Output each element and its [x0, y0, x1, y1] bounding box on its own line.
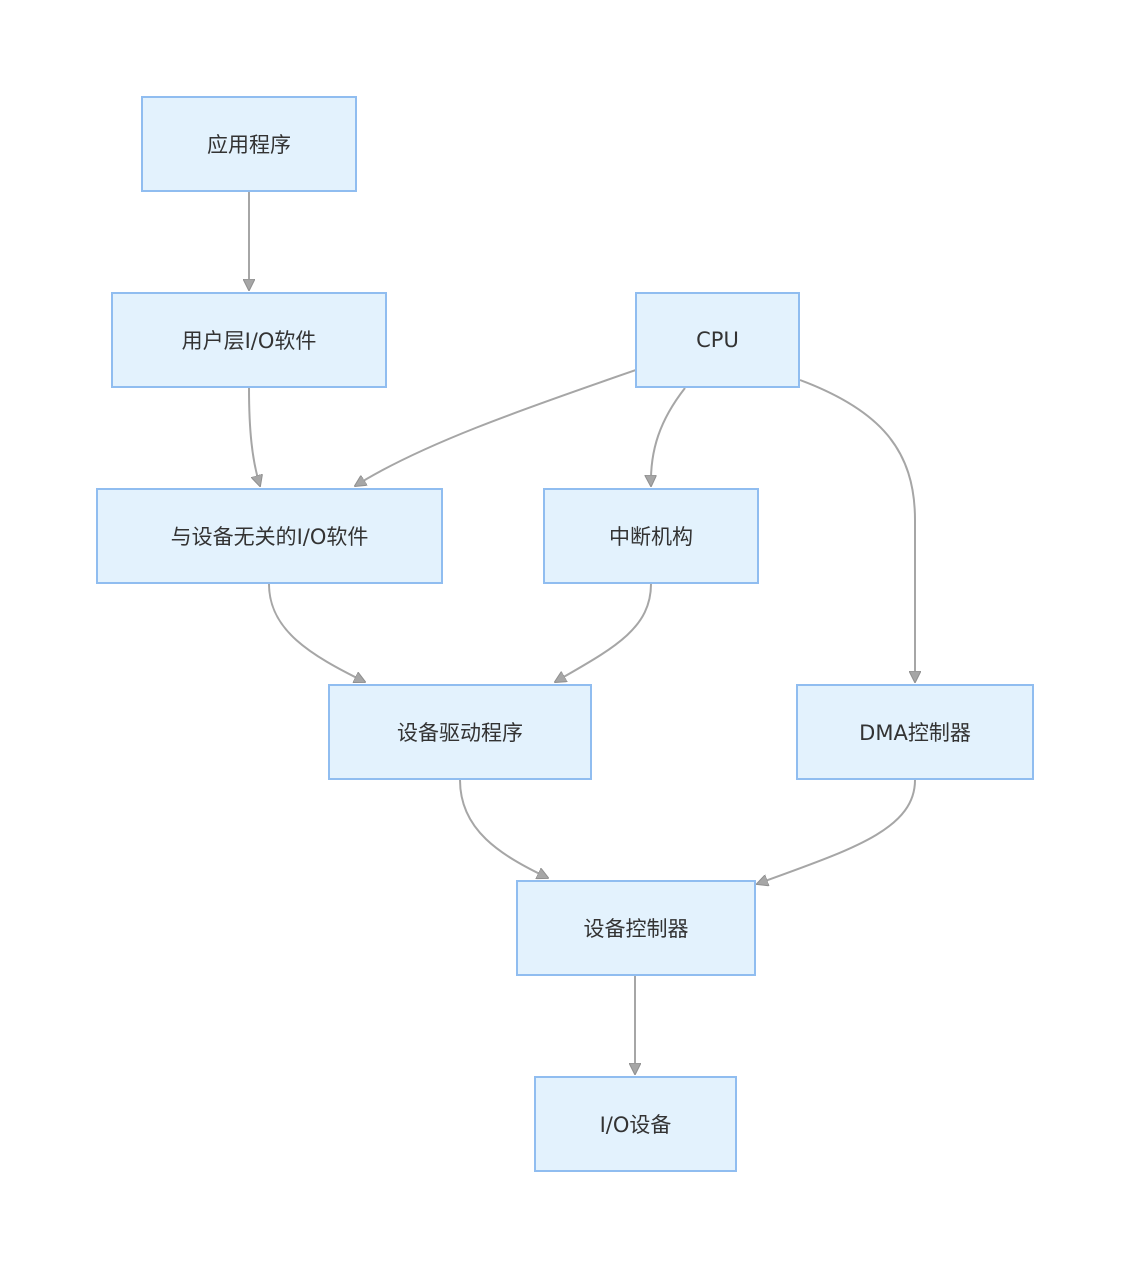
- node-dma-controller: DMA控制器: [796, 684, 1034, 780]
- edge-interrupt-to-driver: [555, 583, 652, 682]
- edge-cpu-to-dma: [799, 379, 915, 682]
- node-io-device: I/O设备: [534, 1076, 737, 1172]
- node-device-driver: 设备驱动程序: [328, 684, 592, 780]
- edge-dma-to-controller: [757, 779, 916, 884]
- node-interrupt-mechanism: 中断机构: [543, 488, 759, 584]
- edge-driver-to-controller: [459, 779, 548, 878]
- edge-cpu-to-device-independent: [355, 369, 637, 486]
- edge-cpu-to-interrupt: [651, 387, 686, 486]
- node-device-independent-software: 与设备无关的I/O软件: [96, 488, 443, 584]
- node-app: 应用程序: [141, 96, 357, 192]
- node-cpu: CPU: [635, 292, 800, 388]
- node-device-controller: 设备控制器: [516, 880, 756, 976]
- edge-device-independent-to-driver: [268, 583, 365, 682]
- edge-user-io-to-device-independent: [248, 387, 260, 486]
- node-user-io-software: 用户层I/O软件: [111, 292, 387, 388]
